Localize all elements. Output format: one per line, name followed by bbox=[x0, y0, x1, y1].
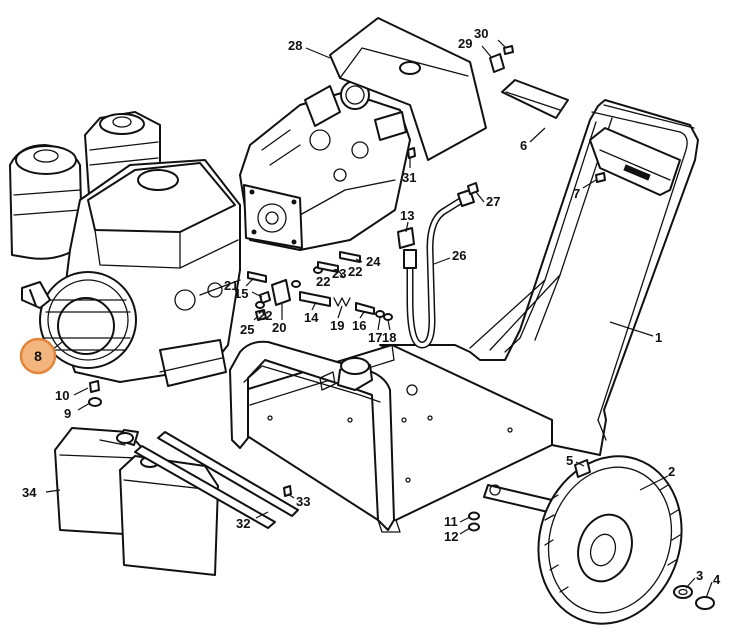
rails[interactable] bbox=[134, 431, 299, 529]
callout-7: 7 bbox=[573, 186, 580, 201]
leader-lines bbox=[45, 39, 713, 599]
highlighted-callout-8[interactable]: 8 bbox=[19, 337, 57, 375]
callout-18: 18 bbox=[382, 330, 396, 345]
callout-29: 29 bbox=[458, 36, 472, 51]
callout-31: 31 bbox=[402, 170, 416, 185]
callout-4: 4 bbox=[713, 572, 721, 587]
callout-23: 23 bbox=[332, 266, 346, 281]
callout-17: 17 bbox=[368, 330, 382, 345]
highlight-badge[interactable] bbox=[19, 337, 57, 375]
callout-labels: 1 2 3 4 5 6 7 10 9 11 12 13 14 15 16 17 … bbox=[22, 26, 721, 587]
callout-11: 11 bbox=[444, 514, 458, 529]
callout-20: 20 bbox=[272, 320, 286, 335]
callout-5: 5 bbox=[566, 453, 573, 468]
base-chassis[interactable] bbox=[229, 340, 553, 533]
callout-14: 14 bbox=[304, 310, 319, 325]
handle-grip[interactable] bbox=[501, 79, 681, 196]
hose[interactable] bbox=[403, 189, 475, 349]
callout-27: 27 bbox=[486, 194, 500, 209]
engine[interactable] bbox=[9, 111, 241, 387]
callout-22-b: 22 bbox=[316, 274, 330, 289]
callout-3: 3 bbox=[696, 568, 703, 583]
callout-8[interactable]: 8 bbox=[34, 348, 42, 364]
callout-19: 19 bbox=[330, 318, 344, 333]
wheel[interactable] bbox=[517, 438, 703, 640]
callout-25: 25 bbox=[240, 322, 254, 337]
callout-26: 26 bbox=[452, 248, 466, 263]
callout-13: 13 bbox=[400, 208, 414, 223]
callout-16: 16 bbox=[352, 318, 366, 333]
callout-22-c: 22 bbox=[348, 264, 362, 279]
callout-1: 1 bbox=[655, 330, 662, 345]
cover-plate[interactable] bbox=[329, 17, 487, 161]
callout-21: 21 bbox=[224, 278, 238, 293]
callout-15: 15 bbox=[234, 286, 248, 301]
callout-28: 28 bbox=[288, 38, 302, 53]
callout-2: 2 bbox=[668, 464, 675, 479]
callout-33: 33 bbox=[296, 494, 310, 509]
hardware bbox=[88, 45, 715, 610]
callout-9: 9 bbox=[64, 406, 71, 421]
frame-handle[interactable] bbox=[379, 99, 699, 456]
callout-10: 10 bbox=[55, 388, 69, 403]
pump[interactable] bbox=[239, 80, 411, 251]
callout-24: 24 bbox=[366, 254, 381, 269]
callout-12: 12 bbox=[444, 529, 458, 544]
callout-6: 6 bbox=[520, 138, 527, 153]
callout-32: 32 bbox=[236, 516, 250, 531]
callout-34: 34 bbox=[22, 485, 37, 500]
callout-30: 30 bbox=[474, 26, 488, 41]
callout-22-a: 22 bbox=[258, 308, 272, 323]
